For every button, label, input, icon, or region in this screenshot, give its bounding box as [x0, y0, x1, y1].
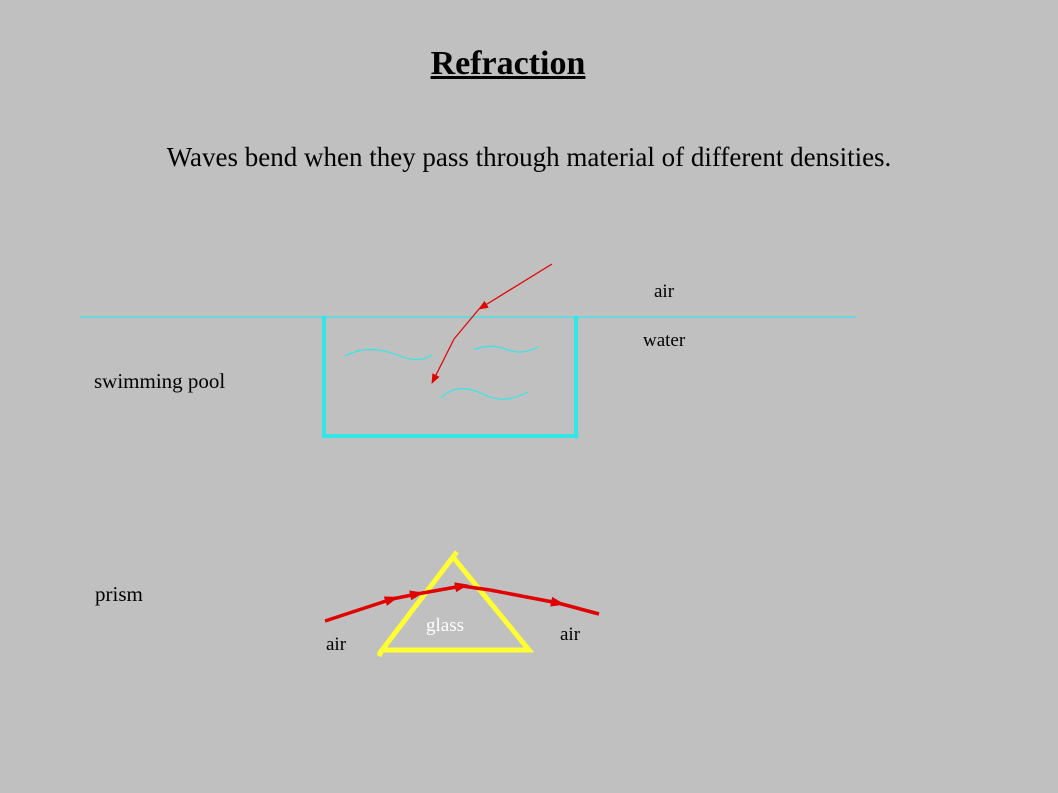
light-ray-outgoing [489, 588, 565, 607]
light-ray-inside [416, 582, 469, 596]
refracted-ray [431, 338, 455, 384]
pool-corner [573, 315, 579, 321]
water-wave [440, 388, 529, 400]
prism-edge-extension [376, 648, 385, 658]
prism-outline [376, 552, 535, 653]
air-label: air [654, 281, 675, 302]
pool-corner [321, 315, 327, 321]
incident-ray [478, 263, 553, 310]
prism-label: prism [95, 582, 143, 606]
pool-label: swimming pool [94, 369, 226, 393]
pool-corner [321, 433, 327, 439]
water-wave [344, 348, 433, 361]
prism-edge-extension [451, 550, 459, 559]
glass-label: glass [426, 615, 464, 636]
air-label-left: air [326, 634, 347, 655]
light-ray-incoming [324, 596, 399, 623]
light-ray-entry [391, 590, 424, 601]
subtitle: Waves bend when they pass through materi… [166, 142, 892, 172]
incident-ray-tail [453, 308, 480, 340]
pool-corner [573, 433, 579, 439]
light-ray-outgoing-tail [557, 601, 600, 616]
water-wave [473, 345, 539, 353]
water-label: water [643, 330, 686, 351]
air-label-right: air [560, 624, 581, 645]
prism-diagram [324, 550, 600, 658]
pool-walls [322, 318, 578, 438]
swimming-pool-diagram [80, 263, 856, 439]
page-title: Refraction [430, 45, 586, 82]
light-ray-exit [461, 584, 491, 592]
